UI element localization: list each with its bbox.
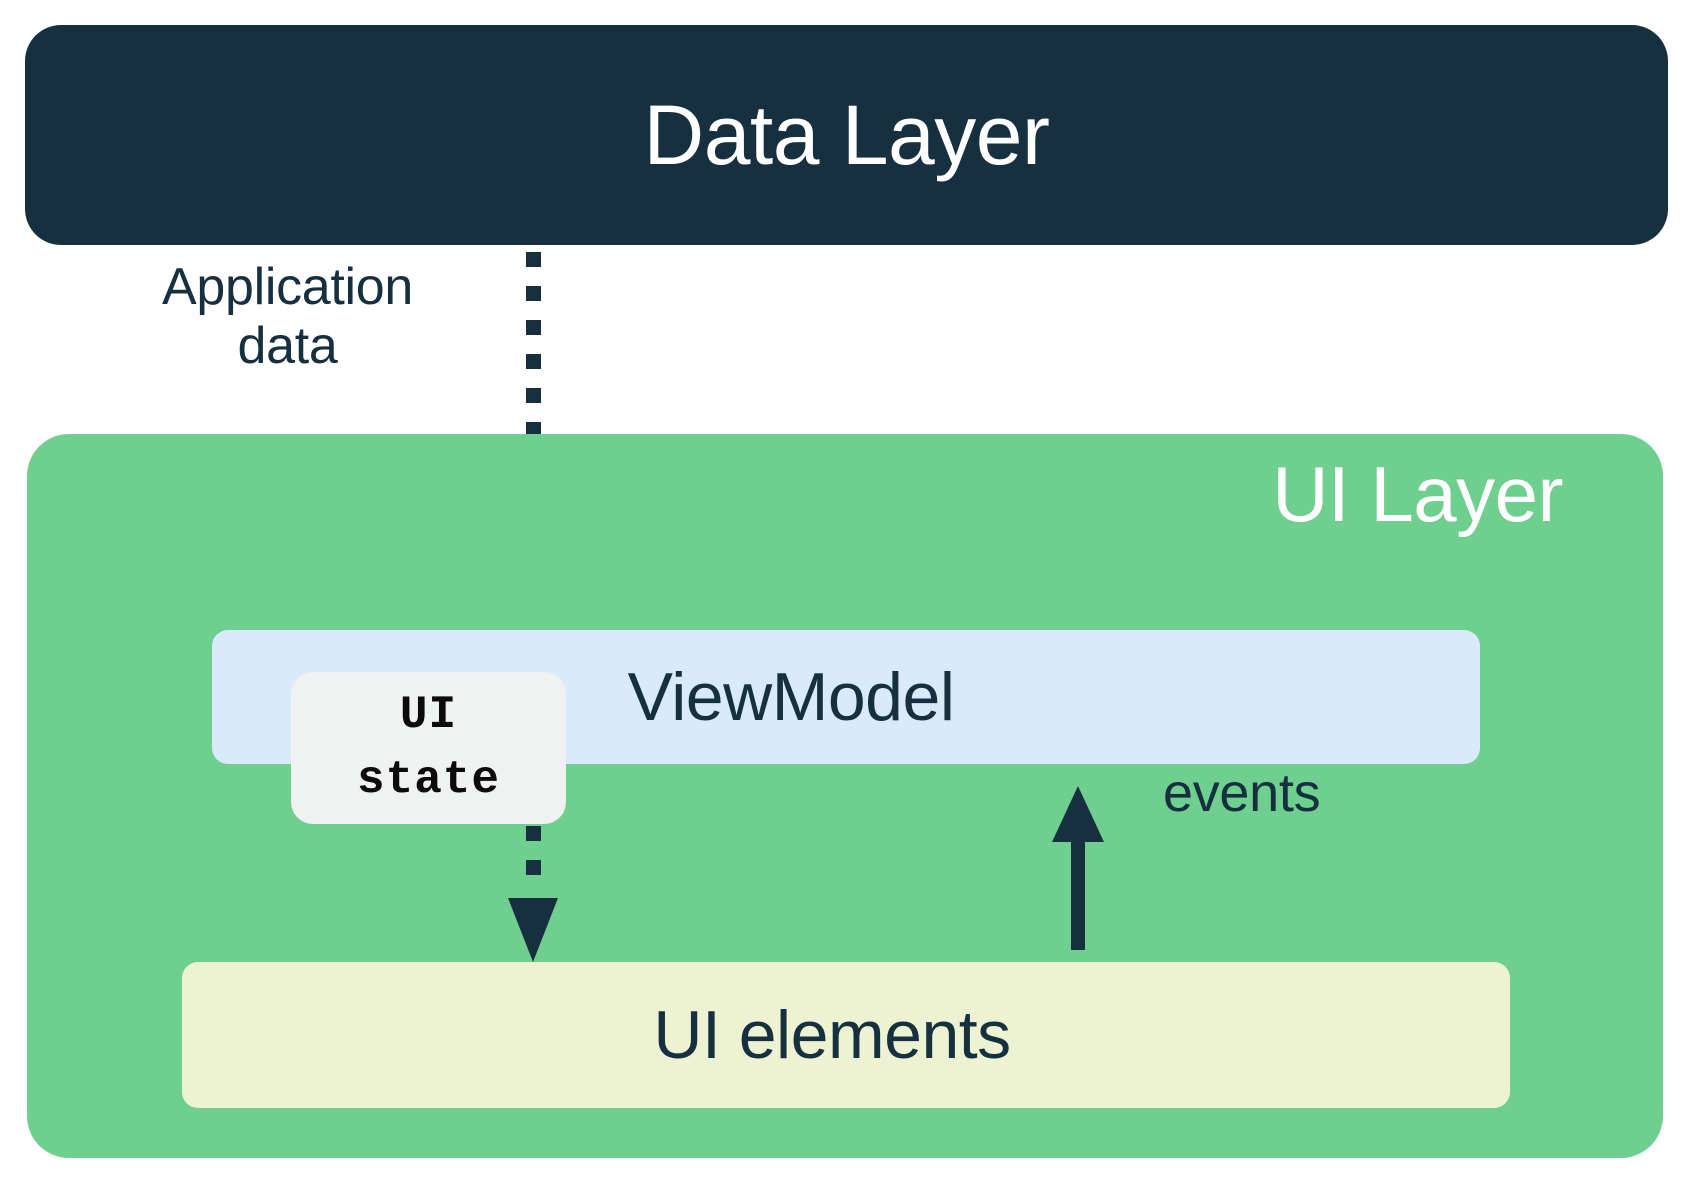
application-data-label: Application data [120, 258, 455, 377]
ui-layer-label: UI Layer [1272, 450, 1563, 538]
data-layer-box: Data Layer [25, 25, 1668, 245]
events-arrow-icon [1052, 786, 1104, 950]
ui-state-dotted-line [526, 826, 541, 894]
application-data-label-line2: data [237, 317, 338, 376]
ui-state-label-line2: state [356, 754, 501, 806]
ui-elements-label: UI elements [653, 997, 1011, 1073]
ui-state-arrowhead-icon [508, 898, 558, 962]
ui-state-label-line1: UI [399, 688, 458, 741]
ui-elements-box: UI elements [182, 962, 1510, 1108]
data-layer-label: Data Layer [643, 88, 1050, 182]
viewmodel-label: ViewModel [627, 659, 955, 735]
ui-state-chip: UI state [291, 672, 566, 824]
events-label: events [1163, 763, 1321, 823]
application-data-label-line1: Application [161, 258, 414, 316]
